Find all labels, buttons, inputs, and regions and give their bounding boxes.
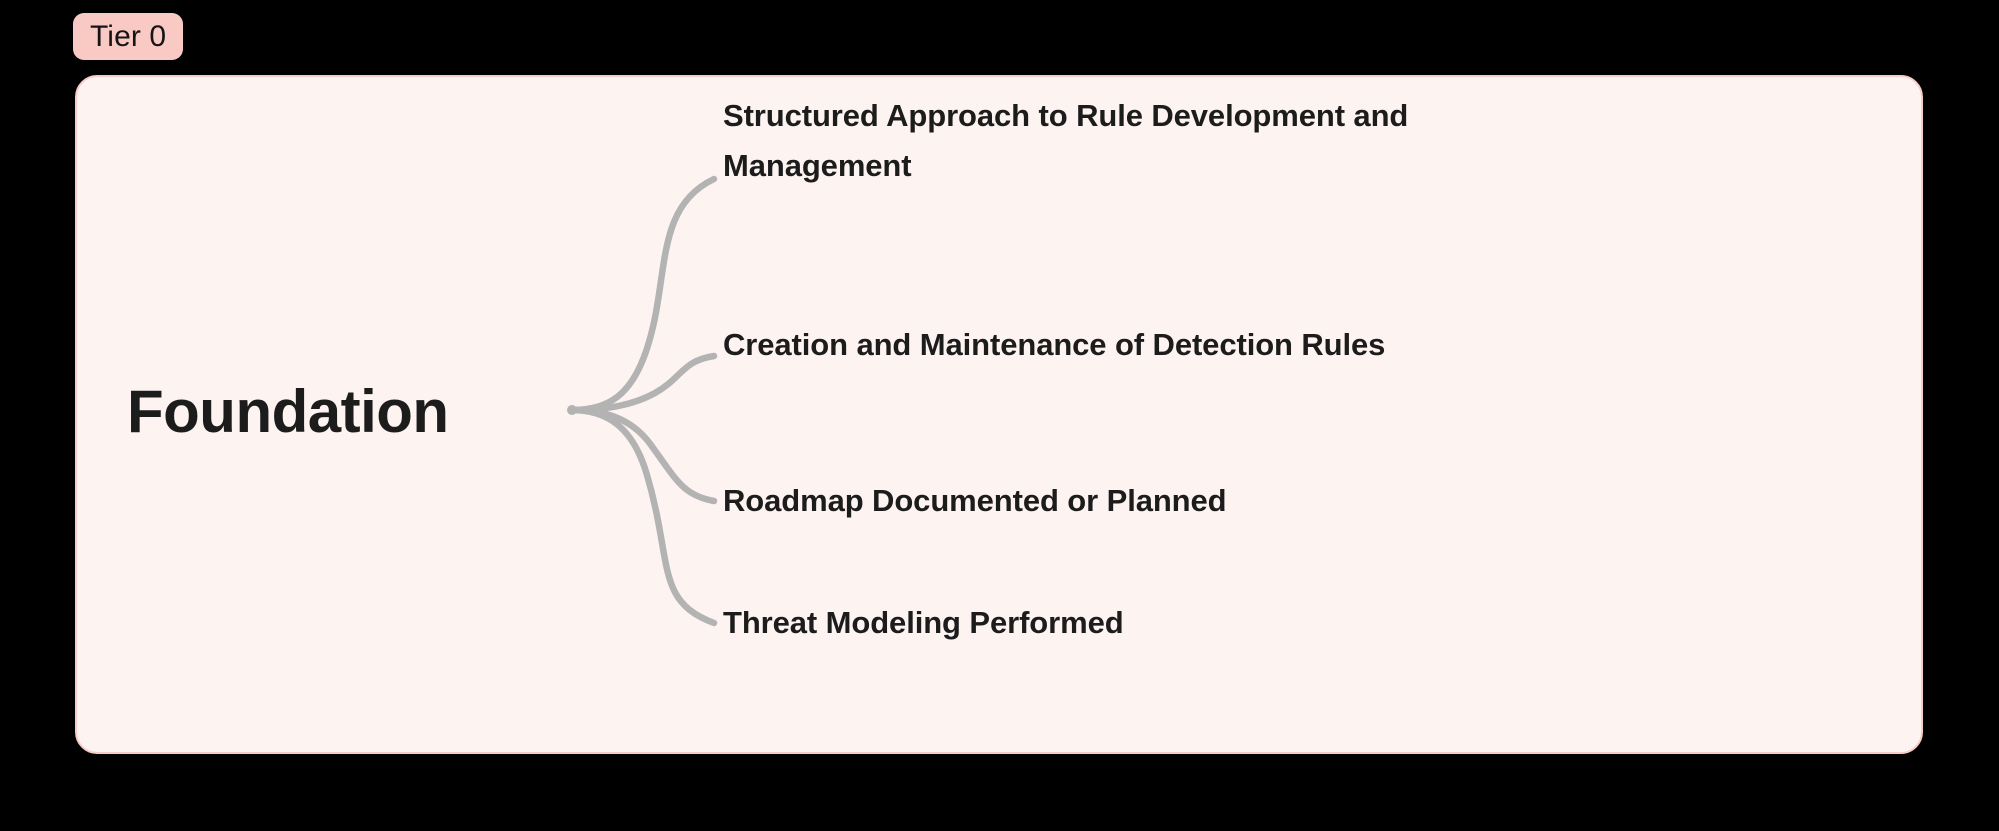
connector-branch-0 xyxy=(568,175,718,414)
mindmap-branch-0[interactable]: Structured Approach to Rule Development … xyxy=(723,98,1409,184)
connector-branch-2 xyxy=(568,406,718,505)
connector-hub xyxy=(567,405,577,415)
mindmap-root-label: Foundation xyxy=(127,378,449,445)
connector-branch-1 xyxy=(568,352,718,414)
tier-badge: Tier 0 xyxy=(73,13,184,60)
mindmap-panel: Foundation Structured Approach to Rule D… xyxy=(75,75,1923,754)
mindmap-branch-2[interactable]: Roadmap Documented or Planned xyxy=(723,483,1227,518)
mindmap-branch-1[interactable]: Creation and Maintenance of Detection Ru… xyxy=(723,327,1386,362)
connector-branch-3 xyxy=(568,406,718,627)
mindmap-root-node[interactable]: Foundation xyxy=(127,367,527,457)
mindmap-branch-3[interactable]: Threat Modeling Performed xyxy=(723,605,1124,640)
mindmap-inner: Foundation Structured Approach to Rule D… xyxy=(77,77,1921,752)
tier-badge-label: Tier 0 xyxy=(90,19,167,53)
